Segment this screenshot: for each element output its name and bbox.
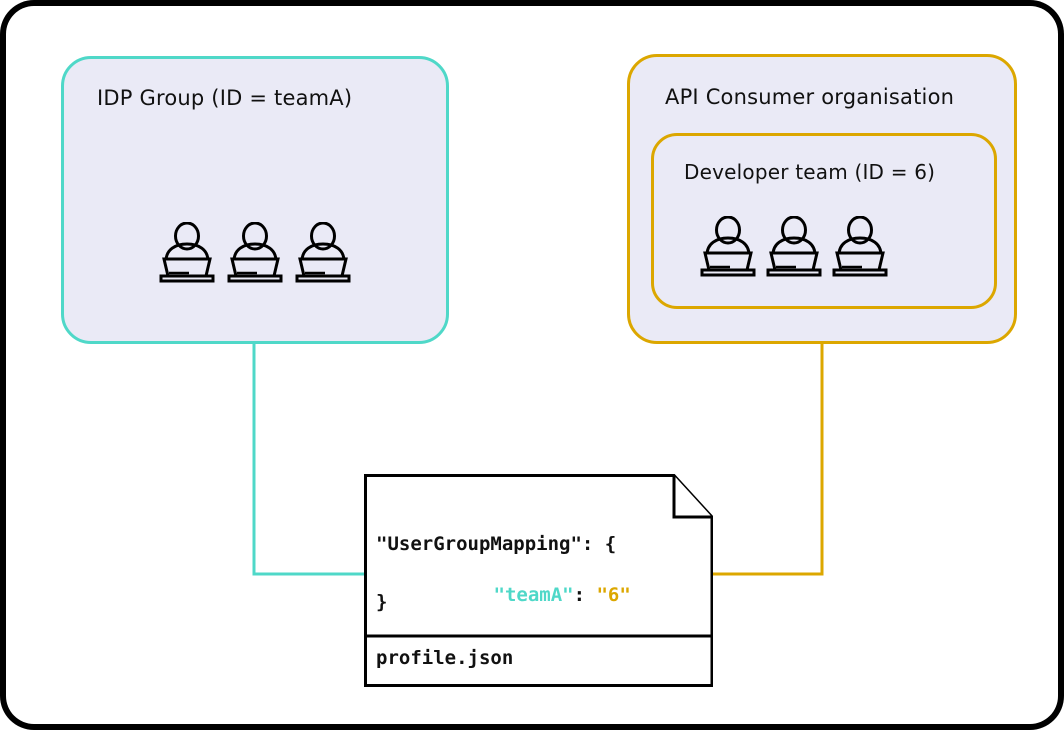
api-consumer-organisation-card[interactable]: API Consumer organisation Developer team… [627, 54, 1017, 344]
document-code-line-open: "UserGroupMapping": { [376, 533, 617, 555]
person-at-laptop-icon [159, 222, 215, 283]
mapping-separator-token: : [573, 584, 597, 606]
api-consumer-organisation-title: API Consumer organisation [665, 85, 955, 109]
document-filename: profile.json [376, 647, 514, 669]
idp-group-card[interactable]: IDP Group (ID = teamA) [61, 56, 449, 344]
mapping-key-token: "teamA" [493, 584, 574, 606]
person-at-laptop-icon [295, 222, 351, 283]
developer-team-title: Developer team (ID = 6) [684, 160, 936, 184]
profile-json-document[interactable]: "UserGroupMapping": { "teamA": "6" } pro… [364, 474, 713, 687]
developer-team-people-row [700, 216, 888, 278]
developer-team-card[interactable]: Developer team (ID = 6) [651, 133, 997, 309]
person-at-laptop-icon [700, 216, 756, 277]
document-code-line-close: } [376, 591, 388, 613]
document-outline [364, 474, 713, 687]
document-code-line-entry: "teamA": "6" [402, 562, 631, 628]
person-at-laptop-icon [227, 222, 283, 283]
idp-group-title: IDP Group (ID = teamA) [97, 86, 353, 110]
diagram-canvas: IDP Group (ID = teamA) [6, 6, 1058, 724]
mapping-value-token: "6" [596, 584, 631, 606]
person-at-laptop-icon [766, 216, 822, 277]
person-at-laptop-icon [832, 216, 888, 277]
idp-group-people-row [159, 222, 351, 284]
